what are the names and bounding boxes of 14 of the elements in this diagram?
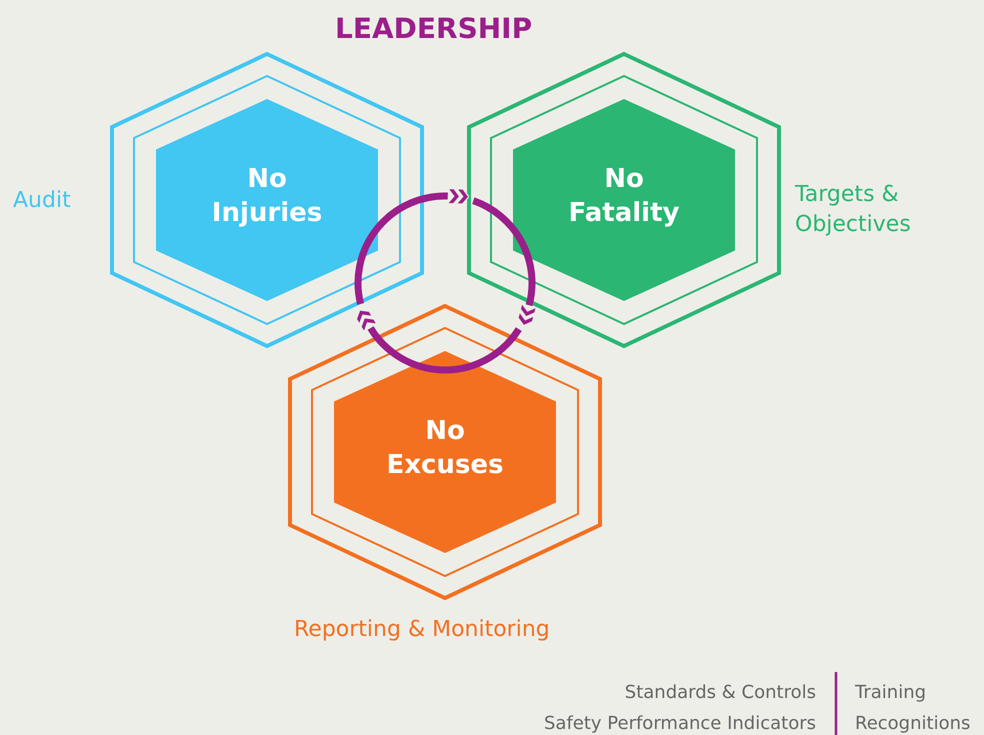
diagram-title: LEADERSHIP [335, 12, 532, 45]
hexagon-label: No Fatality [568, 163, 680, 230]
hexagon-node [110, 50, 424, 350]
note-text: Standards & Controls [624, 682, 816, 704]
note-text: Safety Performance Indicators [544, 713, 816, 735]
pillar-label: Audit [13, 187, 72, 215]
note-text: Recognitions [855, 713, 970, 735]
note-text: Training [855, 682, 926, 704]
hexagon-label: No Excuses [385, 415, 505, 482]
hexagon-node [288, 302, 602, 602]
pillar-label: Reporting & Monitoring [294, 616, 551, 644]
hexagon-node [467, 50, 781, 350]
hexagon-label: No Injuries [210, 163, 324, 230]
pillar-label: Targets & Objectives [795, 181, 912, 239]
